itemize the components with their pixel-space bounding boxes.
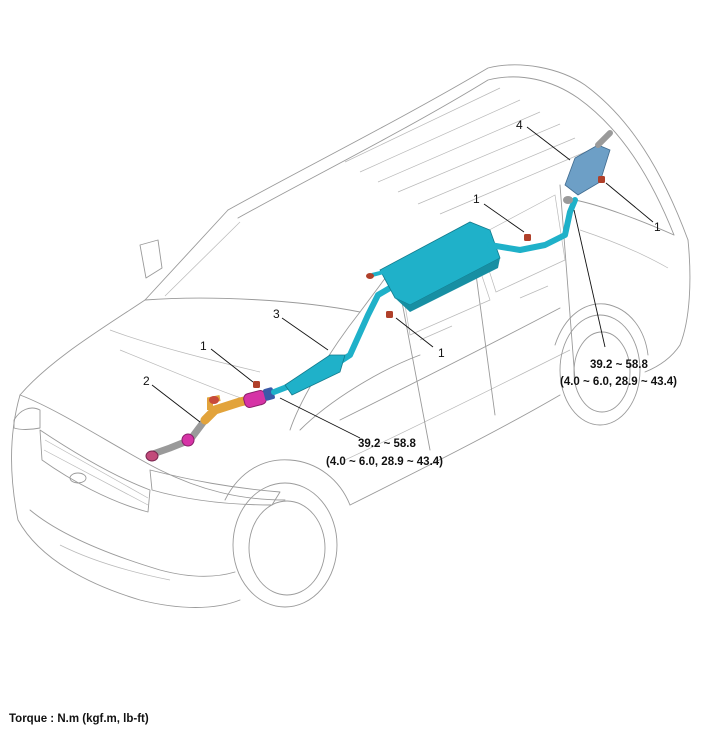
hanger-center	[386, 311, 393, 318]
hanger-front	[253, 381, 260, 388]
callout-2-front-pipe: 2	[143, 374, 150, 388]
torque-front-value: 39.2 ~ 58.8	[358, 438, 416, 450]
callout-1-center-hanger: 1	[438, 346, 445, 360]
tail-muffler	[564, 144, 611, 196]
vehicle-outline	[11, 64, 691, 608]
torque-rear-value: 39.2 ~ 58.8	[590, 359, 648, 371]
torque-front-units: (4.0 ~ 6.0, 28.9 ~ 43.4)	[326, 456, 443, 468]
callout-3-center-muffler: 3	[273, 307, 280, 321]
callout-labels: 4 1 1 1 1 2 3	[143, 118, 661, 388]
torque-spec-front: 39.2 ~ 58.8 (4.0 ~ 6.0, 28.9 ~ 43.4)	[326, 438, 443, 468]
torque-spec-rear: 39.2 ~ 58.8 (4.0 ~ 6.0, 28.9 ~ 43.4)	[560, 359, 677, 388]
callout-1-front-hanger: 1	[200, 339, 207, 353]
hanger-tail	[524, 234, 531, 241]
callout-4-tail-muffler: 4	[516, 118, 523, 132]
callout-1-tail-hanger: 1	[473, 192, 480, 206]
torque-legend: Torque : N.m (kgf.m, lb-ft)	[9, 713, 149, 725]
center-pipe	[271, 282, 398, 395]
front-pipe-flange	[145, 450, 159, 462]
exhaust-system	[145, 130, 613, 462]
hanger-rear	[598, 176, 605, 183]
callout-1-rear-hanger: 1	[654, 220, 661, 234]
center-resonator	[284, 354, 346, 396]
front-pipe-flex	[146, 416, 209, 459]
leader-lines	[151, 126, 654, 439]
rear-pipe	[487, 197, 578, 253]
torque-rear-units: (4.0 ~ 6.0, 28.9 ~ 43.4)	[560, 376, 677, 388]
front-pipe-flex-joint	[181, 433, 195, 447]
